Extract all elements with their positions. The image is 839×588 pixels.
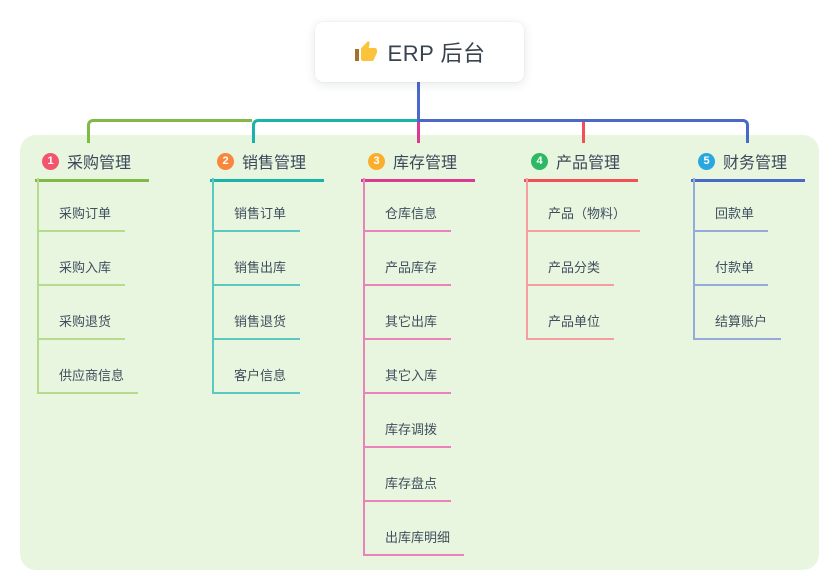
mindmap-node-label: 仓库信息 bbox=[385, 206, 438, 221]
mindmap-node[interactable]: 销售订单 bbox=[214, 178, 301, 232]
mindmap-node[interactable]: 其它出库 bbox=[365, 286, 452, 340]
branch-title: 库存管理 bbox=[393, 155, 458, 172]
mindmap-node[interactable]: 产品分类 bbox=[528, 232, 615, 286]
mindmap-node-label: 出库库明细 bbox=[385, 530, 451, 545]
mindmap-node[interactable]: 结算账户 bbox=[695, 286, 782, 340]
mindmap-node[interactable]: 仓库信息 bbox=[365, 178, 452, 232]
branch-number-badge: 5 bbox=[698, 152, 715, 170]
mindmap-node[interactable]: 回款单 bbox=[695, 178, 769, 232]
branch-header-5[interactable]: 5 财务管理 bbox=[691, 149, 806, 182]
mindmap-node-label: 采购退货 bbox=[59, 314, 112, 329]
branch-header-3[interactable]: 3 库存管理 bbox=[361, 149, 476, 182]
mindmap-node[interactable]: 付款单 bbox=[695, 232, 769, 286]
branch-items: 产品（物料） 产品分类产品单位 bbox=[526, 178, 641, 340]
mindmap-node-label: 销售出库 bbox=[234, 260, 287, 275]
mindmap-node[interactable]: 其它入库 bbox=[365, 340, 452, 394]
mindmap-node[interactable]: 产品库存 bbox=[365, 232, 452, 286]
branch-title: 财务管理 bbox=[723, 155, 788, 172]
connector-line bbox=[582, 122, 585, 143]
branch-number-badge: 4 bbox=[531, 152, 548, 170]
mindmap-node-label: 产品单位 bbox=[548, 314, 601, 329]
connector-line bbox=[417, 82, 420, 122]
mindmap-node-label: 其它入库 bbox=[385, 368, 438, 383]
root-title: ERP 后台 bbox=[387, 41, 486, 66]
connector-line bbox=[417, 119, 749, 143]
mindmap-node-label: 产品（物料） bbox=[548, 206, 627, 221]
mindmap-node[interactable]: 销售退货 bbox=[214, 286, 301, 340]
branch-number-badge: 2 bbox=[217, 152, 234, 170]
branch-title: 采购管理 bbox=[67, 155, 132, 172]
mindmap-node-label: 客户信息 bbox=[234, 368, 287, 383]
mindmap-node-label: 供应商信息 bbox=[59, 368, 125, 383]
mindmap-node-label: 采购订单 bbox=[59, 206, 112, 221]
mindmap-node[interactable]: 客户信息 bbox=[214, 340, 301, 394]
mindmap-node[interactable]: 采购入库 bbox=[39, 232, 126, 286]
branch-number-badge: 3 bbox=[368, 152, 385, 170]
branch-items: 回款单付款单结算账户 bbox=[693, 178, 782, 340]
connector-line bbox=[87, 119, 252, 143]
branch-items: 销售订单销售出库销售退货客户信息 bbox=[212, 178, 301, 394]
root-node[interactable]: ERP 后台 bbox=[315, 22, 524, 82]
branch-number-badge: 1 bbox=[42, 152, 59, 170]
mindmap-node[interactable]: 库存盘点 bbox=[365, 448, 452, 502]
mindmap-node-label: 产品分类 bbox=[548, 260, 601, 275]
mindmap-node-label: 销售订单 bbox=[234, 206, 287, 221]
mindmap-node-label: 付款单 bbox=[715, 260, 755, 275]
mindmap-node[interactable]: 采购退货 bbox=[39, 286, 126, 340]
mindmap-node[interactable]: 采购订单 bbox=[39, 178, 126, 232]
branches-panel bbox=[20, 135, 819, 570]
connector-line bbox=[417, 122, 420, 143]
thumbs-up-icon bbox=[354, 40, 378, 64]
branch-title: 产品管理 bbox=[556, 155, 621, 172]
branch-header-4[interactable]: 4 产品管理 bbox=[524, 149, 639, 182]
mindmap-node[interactable]: 供应商信息 bbox=[39, 340, 139, 394]
branch-items: 仓库信息产品库存其它出库其它入库库存调拨库存盘点出库库明细 bbox=[363, 178, 465, 556]
mindmap-node-label: 回款单 bbox=[715, 206, 755, 221]
mindmap-node-label: 库存调拨 bbox=[385, 422, 438, 437]
mindmap-node-label: 库存盘点 bbox=[385, 476, 438, 491]
mindmap-node[interactable]: 库存调拨 bbox=[365, 394, 452, 448]
mindmap-node-label: 销售退货 bbox=[234, 314, 287, 329]
mindmap-node[interactable]: 出库库明细 bbox=[365, 502, 465, 556]
mindmap-node-label: 其它出库 bbox=[385, 314, 438, 329]
mindmap-node-label: 结算账户 bbox=[715, 314, 768, 329]
mindmap-node[interactable]: 产品单位 bbox=[528, 286, 615, 340]
branch-header-1[interactable]: 1 采购管理 bbox=[35, 149, 150, 182]
branch-items: 采购订单采购入库采购退货供应商信息 bbox=[37, 178, 139, 394]
mindmap-node[interactable]: 产品（物料） bbox=[528, 178, 641, 232]
mindmap-node-label: 产品库存 bbox=[385, 260, 438, 275]
mindmap-node[interactable]: 销售出库 bbox=[214, 232, 301, 286]
mindmap-node-label: 采购入库 bbox=[59, 260, 112, 275]
branch-header-2[interactable]: 2 销售管理 bbox=[210, 149, 325, 182]
branch-title: 销售管理 bbox=[242, 155, 307, 172]
connector-line bbox=[252, 119, 417, 143]
